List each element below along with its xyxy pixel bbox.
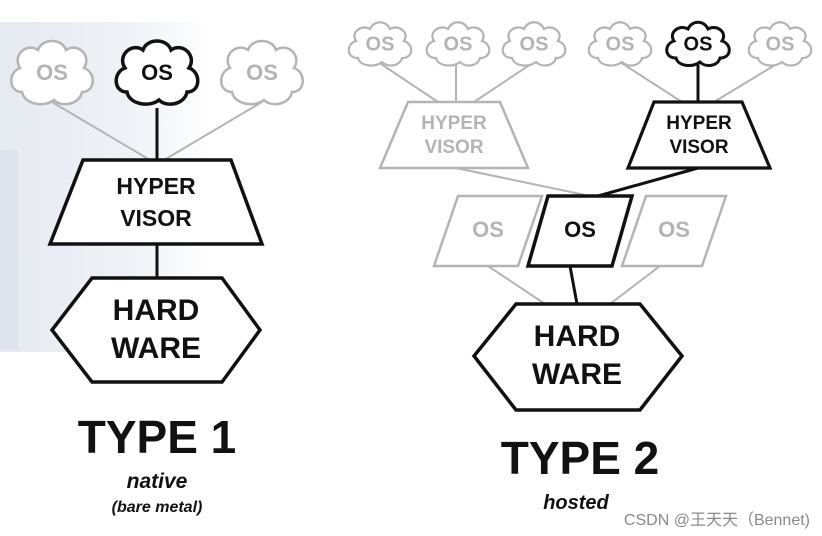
os-label: OS [606,33,635,55]
cloud-icon [665,20,731,67]
type1-subtitle-detail: (bare metal) [112,499,203,516]
trapezoid-shape [47,158,265,246]
os-label: OS [444,33,473,55]
type2-host-os-3: OS [620,194,728,268]
hexagon-shape [471,302,685,412]
watermark: CSDN @王天天（Bennet) [623,512,810,529]
type1-subtitle: native [127,470,188,493]
trapezoid-shape [378,100,530,170]
type2-top-os-cloud-6: OS [747,21,813,67]
hexagon-shape [49,276,263,384]
cloud-icon [347,21,413,67]
type1-os-cloud-2-active: OS [114,39,200,106]
os-label: OS [520,33,549,55]
type1-title: TYPE 1 [78,411,237,463]
type2-hardware: HARD WARE [471,302,685,412]
cloud-icon [220,39,304,106]
connector [455,167,591,197]
connector [473,61,535,103]
type2-subtitle: hosted [543,492,609,514]
connector [609,265,661,305]
type1-hardware: HARD WARE [49,276,263,384]
os-label: OS [366,33,395,55]
type2-top-os-cloud-4: OS [587,21,653,67]
type1-os-cloud-1: OS [10,39,94,106]
type1-hypervisor: HYPER VISOR [47,158,265,246]
connector [377,61,439,103]
hardware-label-line2: WARE [532,358,622,391]
os-label: OS [36,60,68,85]
connector [619,61,683,103]
type2-title: TYPE 2 [501,432,660,484]
hardware-label-line1: HARD [113,294,200,327]
hypervisor-label-line2: VISOR [120,205,192,231]
parallelogram-shape [432,194,544,268]
hypervisor-label-line2: VISOR [669,137,728,158]
hypervisor-label-line1: HYPER [666,113,732,134]
os-label: OS [658,217,690,242]
connector [713,61,781,103]
parallelogram-shape [525,194,635,268]
cloud-icon [114,39,200,106]
os-label: OS [684,33,713,55]
type2-top-os-cloud-2: OS [425,21,491,67]
background-band-left-edge [0,150,18,350]
type1-diagram: OS OS OS HYPER VISOR HARD WARE TYPE 1 na… [10,39,304,516]
cloud-icon [747,21,813,67]
hardware-label-line2: WARE [111,332,201,365]
cloud-icon [501,21,567,67]
type2-hypervisor-left: HYPER VISOR [378,100,530,170]
hypervisor-label-line2: VISOR [424,137,483,158]
type2-hypervisor-right-active: HYPER VISOR [625,100,773,170]
cloud-icon [10,39,94,106]
os-label: OS [141,60,173,85]
hardware-label-line1: HARD [534,320,621,353]
os-label: OS [246,60,278,85]
connector [597,166,699,198]
connector [568,265,579,305]
parallelogram-shape [620,194,728,268]
connector [487,265,546,305]
cloud-icon [425,21,491,67]
connector-os3-hypervisor [163,101,263,161]
type2-top-os-cloud-3: OS [501,21,567,67]
type2-top-os-cloud-1: OS [347,21,413,67]
type2-diagram: OS OS OS OS OS OS HYPER VISOR [347,20,813,514]
trapezoid-shape [625,100,773,170]
cloud-icon [587,21,653,67]
type2-top-os-cloud-5-active: OS [665,20,731,67]
os-label: OS [564,217,596,242]
os-label: OS [766,33,795,55]
type1-os-cloud-3: OS [220,39,304,106]
os-label: OS [472,217,504,242]
hypervisor-label-line1: HYPER [421,113,487,134]
connector-os1-hypervisor [51,101,151,161]
hypervisor-label-line1: HYPER [116,173,196,199]
type2-host-os-2-active: OS [525,194,635,268]
type2-host-os-1: OS [432,194,544,268]
